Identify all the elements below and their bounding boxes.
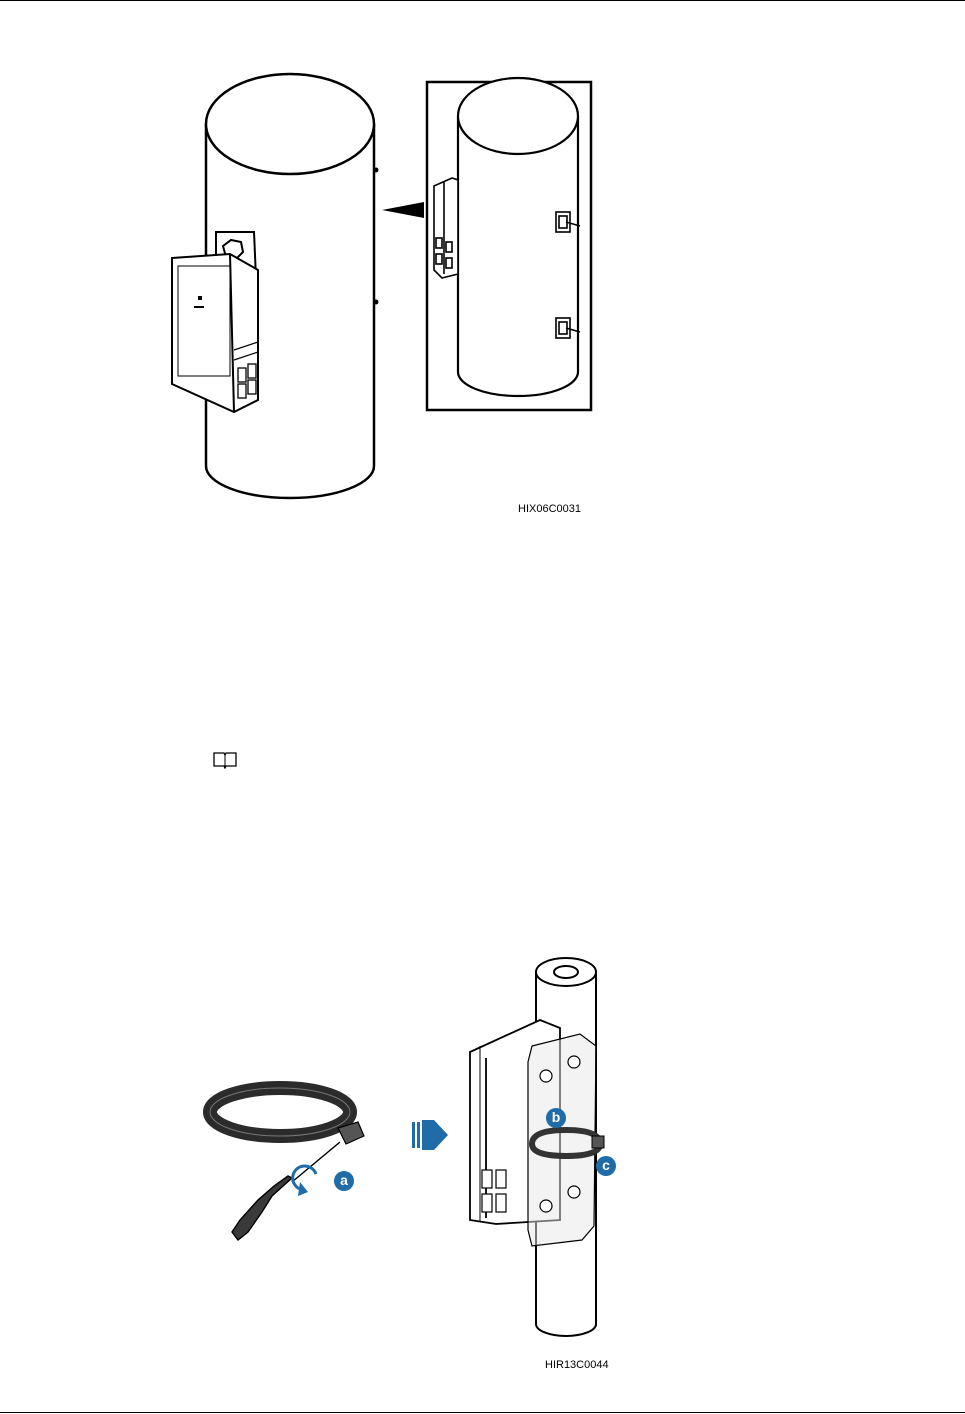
callout-a: a <box>338 1172 350 1188</box>
figure-hose-clamp-mount <box>200 950 640 1350</box>
callout-b: b <box>550 1109 562 1125</box>
figure-id-1: HIX06C0031 <box>518 503 581 515</box>
callout-c: c <box>600 1157 612 1173</box>
blue-arrow-icon <box>412 1120 448 1150</box>
figure-pole-mount-large <box>150 60 620 530</box>
book-icon <box>212 751 238 769</box>
footer-rule <box>0 1412 965 1413</box>
figure-id-2: HIR13C0044 <box>545 1359 609 1371</box>
header-rule <box>0 0 965 1</box>
